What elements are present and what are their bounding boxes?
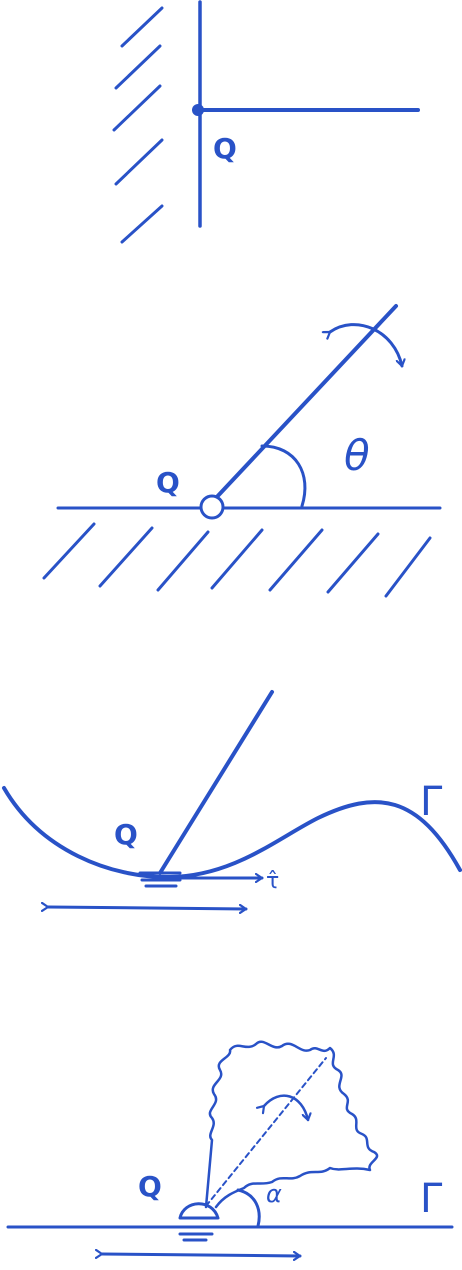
motion-double-arrow [102,1254,302,1256]
motion-double-arrow [48,907,248,909]
slider-bar [158,690,274,875]
point-label: Q [156,466,180,499]
ground-hatching [42,522,432,598]
panel-slider-on-curve: Q τ̂ Γ [2,690,462,909]
panel-fixed-support: Q [112,0,420,244]
angle-label: α [266,1180,282,1208]
slider-block [176,1225,222,1242]
panel-pin-joint: Q θ [42,304,442,598]
rotation-arrow [330,323,402,368]
point-label: Q [138,1170,162,1203]
slider-dome [178,1202,220,1220]
cone-axis-dashed [205,1057,327,1207]
fixed-joint-dot [192,104,204,116]
slider-block [138,871,182,888]
rotation-arrow [264,1094,308,1122]
curve-gamma [2,786,462,880]
angle-arc [260,444,307,508]
wall-hatching [112,6,164,244]
curve-label: Γ [420,1176,443,1222]
curve-label: Γ [420,779,443,825]
cone-region [204,1040,379,1209]
point-label: Q [114,818,138,851]
tangent-label: τ̂ [266,869,279,894]
angle-label: θ [344,431,370,480]
pin-joint-circle [199,494,225,520]
panel-cone-slider: Q α Γ [6,1040,454,1256]
point-label: Q [213,132,237,165]
angle-arc [236,1188,261,1228]
